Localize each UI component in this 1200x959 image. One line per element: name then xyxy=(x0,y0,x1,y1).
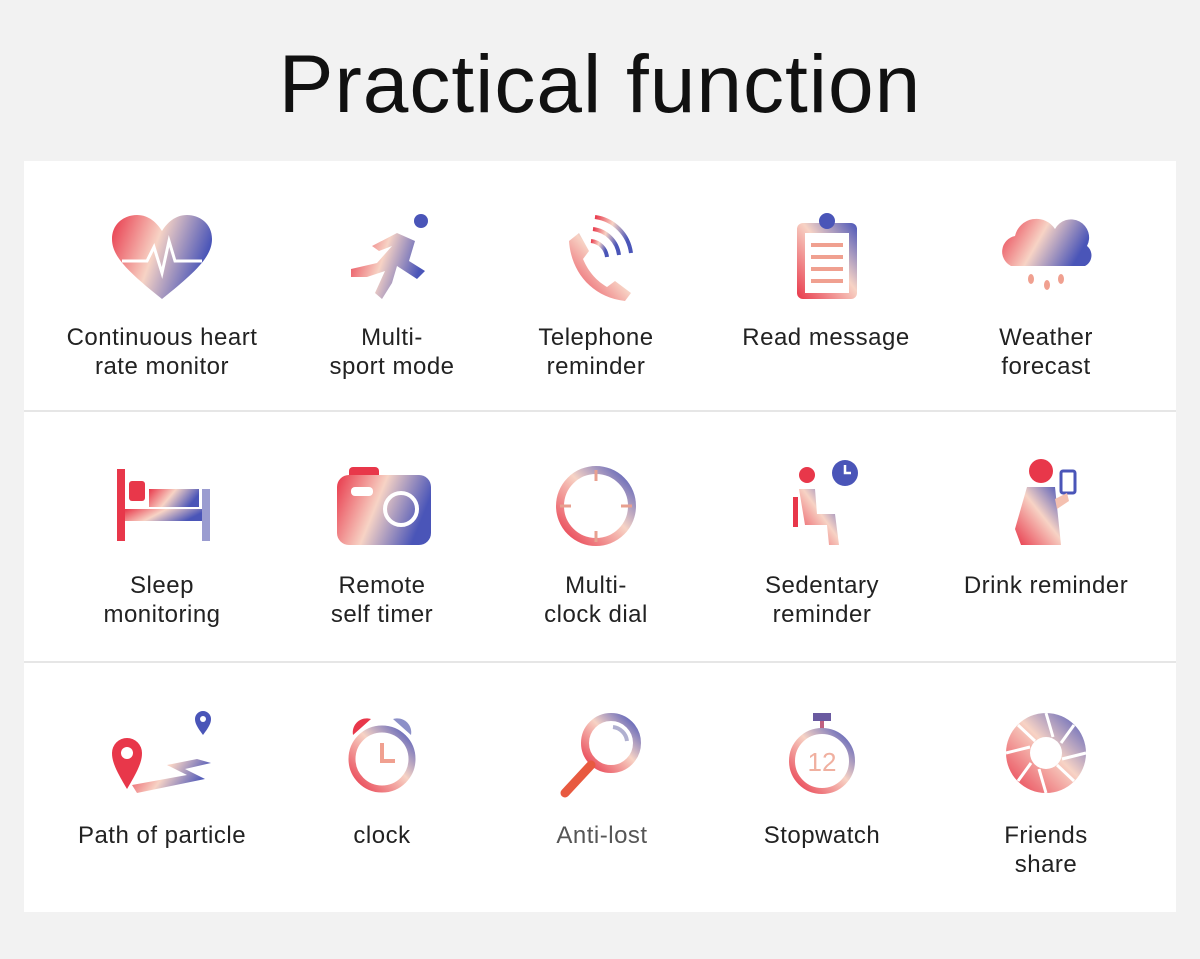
feature-label: Anti-lost xyxy=(556,822,648,849)
feature-clock: clock xyxy=(272,709,492,850)
feature-label: Read message xyxy=(742,324,910,351)
feature-row: Path of particle clock Anti-lost 12 Stop… xyxy=(24,709,1176,959)
feature-label: Stopwatch xyxy=(763,822,881,849)
feature-multi-sport: Multi-sport mode xyxy=(282,211,502,381)
feature-label: clock xyxy=(353,822,411,849)
feature-label: Path of particle xyxy=(77,822,247,849)
feature-label: Multi-sport mode xyxy=(329,324,455,380)
sitting-icon xyxy=(793,460,858,545)
bed-icon xyxy=(117,469,210,541)
feature-label: Drink reminder xyxy=(963,572,1129,599)
feature-read-message: Read message xyxy=(716,211,936,352)
search-icon xyxy=(560,713,641,798)
dial-icon xyxy=(556,466,636,546)
stopwatch-icon: 12 xyxy=(789,713,855,794)
feature-drink: Drink reminder xyxy=(936,459,1156,600)
row-divider xyxy=(24,661,1176,663)
feature-stopwatch: 12 Stopwatch xyxy=(712,709,932,850)
svg-text:12: 12 xyxy=(808,747,837,777)
drink-icon xyxy=(1015,459,1077,545)
feature-clock-dial: Multi-clock dial xyxy=(486,459,706,629)
heart-rate-icon xyxy=(112,215,212,299)
clipboard-icon xyxy=(797,213,857,299)
feature-path: Path of particle xyxy=(52,709,272,850)
page-title: Practical function xyxy=(278,39,922,130)
path-icon xyxy=(112,711,211,793)
alarm-clock-icon xyxy=(348,718,416,793)
weather-icon xyxy=(1002,218,1092,290)
feature-anti-lost: Anti-lost xyxy=(492,709,712,850)
feature-label: Multi-clock dial xyxy=(544,572,648,628)
running-icon xyxy=(351,214,428,299)
share-icon xyxy=(1005,712,1087,794)
row-divider xyxy=(24,410,1176,412)
phone-icon xyxy=(569,215,633,301)
camera-icon xyxy=(337,467,431,545)
